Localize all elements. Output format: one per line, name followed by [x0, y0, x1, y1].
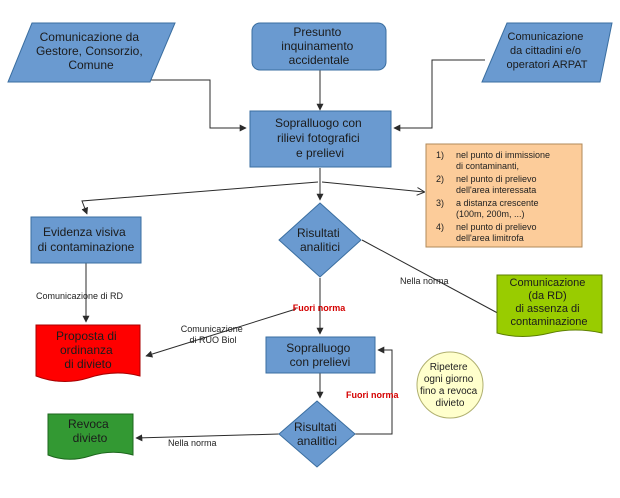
sampling-notes-list: 1) nel punto di immissione di contaminan…: [436, 150, 553, 243]
out-of-norm-1-label: Fuori norma: [293, 303, 346, 313]
within-norm-1-label: Nella norma: [400, 276, 449, 286]
edge-split-to-evidence: [81, 181, 319, 215]
no-rd-communication-node: Comunicazione (da RD) di assenza di cont…: [496, 274, 603, 337]
rd-communication-label: Comunicazione di RD: [36, 291, 124, 301]
edge-split-to-notes: [321, 181, 424, 192]
source-manager-label: Comunicazione da Gestore, Consorzio, Com…: [36, 30, 146, 72]
analysis-1-label: Risultati analitici: [297, 226, 343, 254]
ban-revocation-label: Revoca divieto: [68, 417, 112, 445]
inspection-2-node: Sopralluogo con prelievi: [265, 336, 376, 374]
analysis-1-decision: Risultati analitici: [278, 202, 362, 278]
visible-evidence-node: Evidenza visiva di contaminazione: [30, 216, 142, 264]
edge-analysis1-to-no-rd: [361, 239, 506, 318]
ban-revocation-node: Revoca divieto: [47, 413, 134, 460]
source-citizens-label: Comunicazione da cittadini e/o operatori…: [507, 31, 588, 71]
edge-to-ban-proposal: [145, 308, 297, 358]
repeat-note-label: Ripetere ogni giorno fino a revoca divie…: [420, 362, 480, 409]
analysis-2-label: Risultati analitici: [294, 420, 340, 448]
edge-analysis2-to-revocation: [135, 433, 280, 442]
source-citizens-node: Comunicazione da cittadini e/o operatori…: [481, 22, 613, 83]
out-of-norm-2-label: Fuori norma: [346, 390, 399, 400]
repeat-note: Ripetere ogni giorno fino a revoca divie…: [416, 351, 484, 419]
visible-evidence-label: Evidenza visiva di contaminazione: [38, 225, 135, 254]
inspection-1-node: Sopralluogo con rilievi fotografici e pr…: [249, 110, 392, 168]
sampling-notes-box: 1) nel punto di immissione di contaminan…: [425, 143, 583, 248]
edge-citizens-to-inspection: [393, 59, 485, 132]
presumed-pollution-label: Presunto inquinamento accidentale: [281, 25, 356, 67]
edge-manager-to-inspection: [132, 79, 247, 132]
ban-proposal-label: Proposta di ordinanza di divieto: [56, 329, 120, 371]
inspection-2-label: Sopralluogo con prelievi: [286, 341, 353, 369]
source-manager-node: Comunicazione da Gestore, Consorzio, Com…: [7, 22, 176, 83]
presumed-pollution-node: Presunto inquinamento accidentale: [251, 22, 387, 71]
no-rd-communication-label: Comunicazione (da RD) di assenza di cont…: [510, 277, 589, 328]
within-norm-2-label: Nella norma: [168, 438, 217, 448]
edges: [81, 59, 506, 442]
analysis-2-decision: Risultati analitici: [278, 400, 356, 468]
ban-proposal-node: Proposta di ordinanza di divieto: [35, 324, 141, 382]
edge-analysis2-loop-back: [355, 346, 393, 435]
inspection-1-label: Sopralluogo con rilievi fotografici e pr…: [275, 116, 365, 160]
ruo-communication-label: Comunicazione di RUO Biol: [181, 324, 246, 345]
